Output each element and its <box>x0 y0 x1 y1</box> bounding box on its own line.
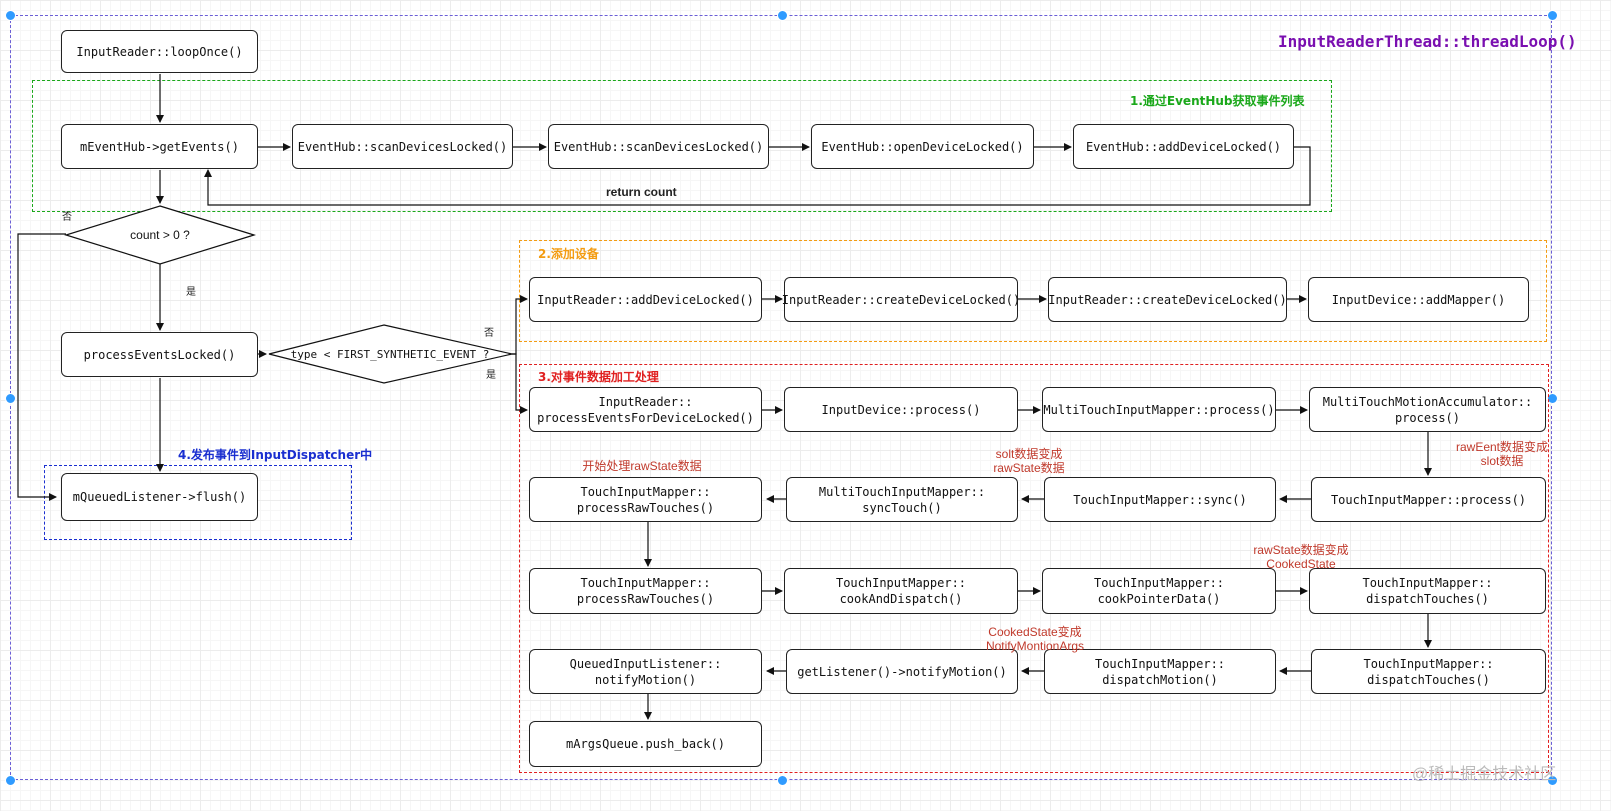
group-process-data[interactable] <box>519 364 1549 773</box>
node-accumulator-process[interactable]: MultiTouchMotionAccumulator:: process() <box>1309 387 1546 432</box>
node-get-events[interactable]: mEventHub->getEvents() <box>61 124 258 169</box>
type-no-label: 否 <box>484 328 494 339</box>
node-tim-process[interactable]: TouchInputMapper::process() <box>1311 477 1546 522</box>
node-scan-devices-2[interactable]: EventHub::scanDevicesLocked() <box>548 124 769 169</box>
node-process-for-device[interactable]: InputReader:: processEventsForDeviceLock… <box>529 387 762 432</box>
selection-handle-top-center[interactable] <box>777 10 788 21</box>
type-check-label: type < FIRST_SYNTHETIC_EVENT ? <box>290 347 490 361</box>
count-no-label: 否 <box>62 212 72 223</box>
node-mt-sync-touch[interactable]: MultiTouchInputMapper:: syncTouch() <box>786 477 1018 522</box>
node-dispatch-touches-2[interactable]: TouchInputMapper:: dispatchTouches() <box>1311 649 1546 694</box>
node-queued-notify-motion[interactable]: QueuedInputListener:: notifyMotion() <box>529 649 762 694</box>
selection-handle-mid-right[interactable] <box>1547 393 1558 404</box>
node-flush[interactable]: mQueuedListener->flush() <box>61 473 258 521</box>
node-loop-once[interactable]: InputReader::loopOnce() <box>61 30 258 73</box>
node-raw-touches-2[interactable]: TouchInputMapper:: processRawTouches() <box>529 568 762 614</box>
node-raw-touches-1[interactable]: TouchInputMapper:: processRawTouches() <box>529 477 762 522</box>
node-add-device-hub[interactable]: EventHub::addDeviceLocked() <box>1073 124 1294 169</box>
group-dispatch-label: 4.发布事件到InputDispatcher中 <box>178 448 373 462</box>
group-add-device[interactable] <box>519 240 1547 342</box>
selection-handle-top-right[interactable] <box>1547 10 1558 21</box>
node-add-mapper[interactable]: InputDevice::addMapper() <box>1308 277 1529 322</box>
count-yes-label: 是 <box>186 287 196 298</box>
node-scan-devices-1[interactable]: EventHub::scanDevicesLocked() <box>292 124 513 169</box>
type-check-diamond <box>268 324 513 384</box>
group-add-device-label: 2.添加设备 <box>538 247 599 261</box>
selection-handle-bottom-right[interactable] <box>1547 775 1558 786</box>
node-dispatch-touches-1[interactable]: TouchInputMapper:: dispatchTouches() <box>1309 568 1546 614</box>
selection-handle-bottom-left[interactable] <box>5 775 16 786</box>
count-check-label: count > 0 ? <box>130 228 190 242</box>
node-device-process[interactable]: InputDevice::process() <box>784 387 1018 432</box>
node-mt-mapper-process[interactable]: MultiTouchInputMapper::process() <box>1042 387 1276 432</box>
node-open-device[interactable]: EventHub::openDeviceLocked() <box>811 124 1034 169</box>
selection-handle-mid-left[interactable] <box>5 393 16 404</box>
return-count-label: return count <box>606 185 677 199</box>
node-cook-and-dispatch[interactable]: TouchInputMapper:: cookAndDispatch() <box>784 568 1018 614</box>
group-process-data-label: 3.对事件数据加工处理 <box>538 370 659 384</box>
group-get-events-label: 1.通过EventHub获取事件列表 <box>1130 94 1305 108</box>
node-ir-add-device[interactable]: InputReader::addDeviceLocked() <box>529 277 762 322</box>
node-tim-sync[interactable]: TouchInputMapper::sync() <box>1044 477 1276 522</box>
type-yes-label: 是 <box>486 370 496 381</box>
note-start-raw-state: 开始处理rawState数据 <box>582 459 702 473</box>
group-get-events[interactable] <box>32 80 1332 212</box>
node-process-events[interactable]: processEventsLocked() <box>61 332 258 377</box>
node-ir-create-device-2[interactable]: InputReader::createDeviceLocked() <box>1048 277 1287 322</box>
selection-handle-bottom-center[interactable] <box>777 775 788 786</box>
node-push-back[interactable]: mArgsQueue.push_back() <box>529 721 762 767</box>
note-raw-state-cooked: rawState数据变成 CookedState <box>1253 543 1349 571</box>
note-raw-event-slot: rawEent数据变成 slot数据 <box>1455 440 1549 468</box>
selection-handle-top-left[interactable] <box>5 10 16 21</box>
node-get-listener-notify[interactable]: getListener()->notifyMotion() <box>786 649 1018 694</box>
diagram-title: InputReaderThread::threadLoop() <box>1278 32 1577 51</box>
watermark-text: @稀土掘金技术社区 <box>1412 766 1557 783</box>
note-cooked-notify: CookedState变成 NotifyMontionArgs <box>985 625 1085 653</box>
node-cook-pointer-data[interactable]: TouchInputMapper:: cookPointerData() <box>1042 568 1276 614</box>
node-dispatch-motion[interactable]: TouchInputMapper:: dispatchMotion() <box>1044 649 1276 694</box>
node-ir-create-device-1[interactable]: InputReader::createDeviceLocked() <box>782 277 1020 322</box>
group-dispatch[interactable] <box>44 465 352 540</box>
note-slot-raw-state: solt数据变成 rawState数据 <box>993 447 1065 475</box>
